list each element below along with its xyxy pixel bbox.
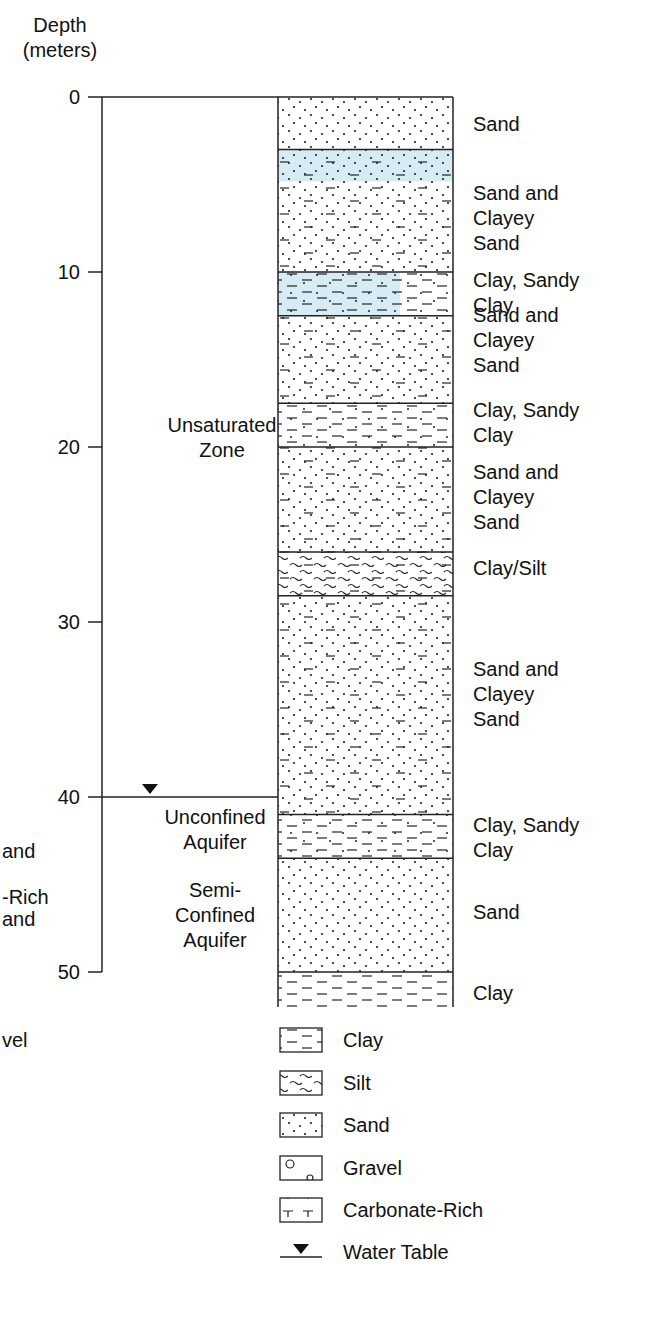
- layer-label: Sand: [473, 112, 653, 137]
- cut-text: -Rich: [2, 885, 82, 910]
- column-side: [277, 97, 279, 1007]
- depth-tick: [88, 971, 102, 973]
- layer-fill: [278, 150, 453, 273]
- legend-swatch: [293, 1244, 309, 1254]
- layer-boundary: [278, 814, 453, 816]
- layer-fill: [278, 815, 453, 859]
- legend-swatch: [280, 1113, 322, 1137]
- legend-text: Sand: [343, 1113, 390, 1138]
- legend-text: Gravel: [343, 1156, 402, 1181]
- layer-fill: [278, 596, 453, 815]
- layer-label: Sand and Clayey Sand: [473, 460, 583, 535]
- layer-fill: [278, 552, 453, 596]
- layer-boundary: [278, 446, 453, 448]
- legend-swatch: [280, 1198, 322, 1222]
- layer-fill: [278, 97, 453, 150]
- layer-fill: [278, 316, 453, 404]
- depth-value: 30: [58, 610, 80, 635]
- layer-label: Sand: [473, 900, 653, 925]
- layer-boundary: [278, 149, 453, 151]
- layer-label: Clay, Sandy Clay: [473, 398, 583, 448]
- layer-fill: [278, 447, 453, 552]
- layer-label: Clay: [473, 981, 653, 1006]
- legend-text: Water Table: [343, 1240, 449, 1265]
- layer-fill: [278, 403, 453, 447]
- cut-text: and: [2, 907, 82, 932]
- layer-label: Clay/Silt: [473, 556, 653, 581]
- layer-fill: [278, 815, 453, 859]
- legend-text: Clay: [343, 1028, 383, 1053]
- depth-tick: [88, 796, 102, 798]
- legend-swatch: [280, 1256, 322, 1258]
- zone-label: Semi-Confined Aquifer: [165, 878, 265, 953]
- layer-fill: [278, 858, 453, 972]
- depth-value: 20: [58, 435, 80, 460]
- depth-tick: [88, 96, 278, 98]
- layer-fill: [278, 447, 453, 552]
- layer-fill: [278, 150, 453, 273]
- layer-boundary: [278, 595, 453, 597]
- depth-value: 10: [58, 260, 80, 285]
- depth-axis: [101, 97, 103, 972]
- depth-value: 40: [58, 785, 80, 810]
- legend-swatch: [280, 1071, 322, 1095]
- depth-value: 0: [69, 85, 80, 110]
- column-top: [278, 96, 453, 98]
- layer-fill: [278, 272, 453, 316]
- depth-tick: [88, 621, 102, 623]
- legend-swatch: [280, 1028, 322, 1052]
- layer-boundary: [278, 403, 453, 405]
- zone-label: Unsaturated Zone: [162, 413, 282, 463]
- layer-fill: [278, 552, 453, 596]
- legend-text: Silt: [343, 1071, 371, 1096]
- legend-swatch: [280, 1156, 322, 1180]
- layer-label: Sand and Clayey Sand: [473, 303, 583, 378]
- layer-boundary: [278, 315, 453, 317]
- axis-title: Depth (meters): [5, 13, 115, 63]
- layer-fill: [278, 316, 453, 404]
- layer-label: Sand and Clayey Sand: [473, 181, 583, 256]
- water-table-symbol: [142, 784, 158, 794]
- cut-text: and: [2, 839, 82, 864]
- water-table-line: [102, 796, 278, 798]
- depth-value: 50: [58, 960, 80, 985]
- layer-label: Sand and Clayey Sand: [473, 657, 583, 732]
- layer-boundary: [278, 271, 453, 273]
- layer-fill: [278, 272, 453, 316]
- zone-label: Unconfined Aquifer: [160, 805, 270, 855]
- column-side: [452, 97, 454, 1007]
- layer-boundary: [278, 858, 453, 860]
- legend-text: Carbonate-Rich: [343, 1198, 483, 1223]
- layer-boundary: [278, 551, 453, 553]
- layer-fill: [278, 403, 453, 447]
- layer-fill: [278, 972, 453, 1007]
- depth-tick: [88, 271, 102, 273]
- depth-tick: [88, 446, 102, 448]
- cut-text: vel: [2, 1028, 82, 1053]
- layer-boundary: [278, 971, 453, 973]
- layer-fill: [278, 596, 453, 815]
- layer-label: Clay, Sandy Clay: [473, 813, 583, 863]
